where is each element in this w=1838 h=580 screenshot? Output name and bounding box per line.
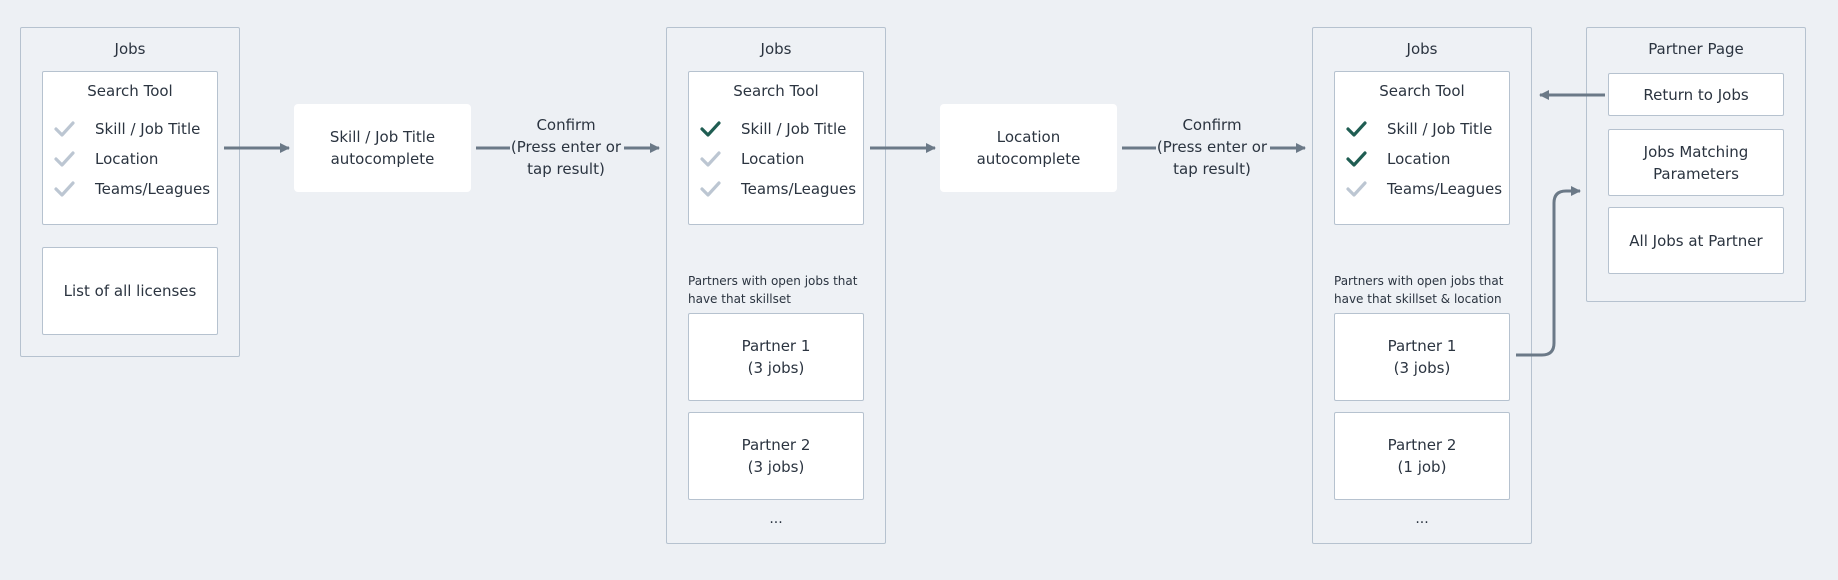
screen-partner-page: Partner Page Return to Jobs Jobs Matchin… xyxy=(1586,27,1806,302)
frame-title: Jobs xyxy=(1406,40,1438,58)
partner-jobs: (3 jobs) xyxy=(747,458,805,476)
filter-location[interactable]: Location xyxy=(699,147,804,171)
filter-teams[interactable]: Teams/Leagues xyxy=(699,177,856,201)
check-icon xyxy=(1345,148,1377,170)
frame-title: Jobs xyxy=(760,40,792,58)
partner-card[interactable]: Partner 2 (3 jobs) xyxy=(688,412,864,500)
check-icon xyxy=(53,118,85,140)
filter-label: Skill / Job Title xyxy=(741,120,847,138)
check-icon xyxy=(1345,178,1377,200)
partner-card[interactable]: Partner 2 (1 job) xyxy=(1334,412,1510,500)
more-ellipsis: ... xyxy=(1415,511,1429,527)
jobs-matching-parameters-button[interactable]: Jobs Matching Parameters xyxy=(1608,129,1784,196)
filter-label: Location xyxy=(1387,150,1451,168)
screen-jobs-skill: Jobs Search Tool Skill / Job Title Locat… xyxy=(666,27,886,544)
filter-label: Skill / Job Title xyxy=(1387,120,1493,138)
screen-jobs-skill-location: Jobs Search Tool Skill / Job Title Locat… xyxy=(1312,27,1532,544)
more-ellipsis: ... xyxy=(769,511,783,527)
filter-label: Teams/Leagues xyxy=(1387,180,1503,198)
filter-label: Teams/Leagues xyxy=(741,180,857,198)
partner-card[interactable]: Partner 1 (3 jobs) xyxy=(688,313,864,401)
location-autocomplete[interactable]: Location autocomplete xyxy=(940,104,1117,192)
licenses-list[interactable]: List of all licenses xyxy=(42,247,218,335)
frame-title: Partner Page xyxy=(1648,40,1744,58)
filter-teams[interactable]: Teams/Leagues xyxy=(53,177,210,201)
filter-location[interactable]: Location xyxy=(53,147,158,171)
check-icon xyxy=(53,148,85,170)
partners-caption: Partners with open jobs that have that s… xyxy=(1334,274,1504,306)
partner-name: Partner 2 xyxy=(741,436,811,454)
filter-label: Skill / Job Title xyxy=(95,120,201,138)
confirm-label: Confirm (Press enter or tap result) xyxy=(1154,114,1270,180)
arrow-partner1-to-partner-page xyxy=(1516,186,1581,357)
partner-jobs: (3 jobs) xyxy=(747,359,805,377)
partner-name: Partner 1 xyxy=(1387,337,1457,355)
search-tool-title: Search Tool xyxy=(87,82,173,100)
frame-title: Jobs xyxy=(114,40,146,58)
filter-location[interactable]: Location xyxy=(1345,147,1450,171)
partner-jobs: (1 job) xyxy=(1397,458,1447,476)
search-tool: Search Tool Skill / Job Title Location T… xyxy=(1334,71,1510,225)
search-tool-title: Search Tool xyxy=(733,82,819,100)
partner-card[interactable]: Partner 1 (3 jobs) xyxy=(1334,313,1510,401)
filter-skill[interactable]: Skill / Job Title xyxy=(1345,117,1492,141)
search-tool: Search Tool Skill / Job Title Location T… xyxy=(42,71,218,225)
filter-skill[interactable]: Skill / Job Title xyxy=(699,117,846,141)
screen-jobs-initial: Jobs Search Tool Skill / Job Title Locat… xyxy=(20,27,240,357)
confirm-label: Confirm (Press enter or tap result) xyxy=(508,114,624,180)
filter-label: Teams/Leagues xyxy=(95,180,211,198)
check-icon xyxy=(699,148,731,170)
partner-name: Partner 1 xyxy=(741,337,811,355)
all-jobs-at-partner-button[interactable]: All Jobs at Partner xyxy=(1608,207,1784,274)
filter-teams[interactable]: Teams/Leagues xyxy=(1345,177,1502,201)
search-tool: Search Tool Skill / Job Title Location T… xyxy=(688,71,864,225)
partners-caption: Partners with open jobs that have that s… xyxy=(688,274,858,306)
skill-autocomplete[interactable]: Skill / Job Title autocomplete xyxy=(294,104,471,192)
search-tool-title: Search Tool xyxy=(1379,82,1465,100)
return-to-jobs-button[interactable]: Return to Jobs xyxy=(1608,73,1784,116)
filter-label: Location xyxy=(95,150,159,168)
partner-name: Partner 2 xyxy=(1387,436,1457,454)
filter-label: Location xyxy=(741,150,805,168)
partner-jobs: (3 jobs) xyxy=(1393,359,1451,377)
check-icon xyxy=(699,118,731,140)
filter-skill[interactable]: Skill / Job Title xyxy=(53,117,200,141)
check-icon xyxy=(699,178,731,200)
check-icon xyxy=(53,178,85,200)
check-icon xyxy=(1345,118,1377,140)
